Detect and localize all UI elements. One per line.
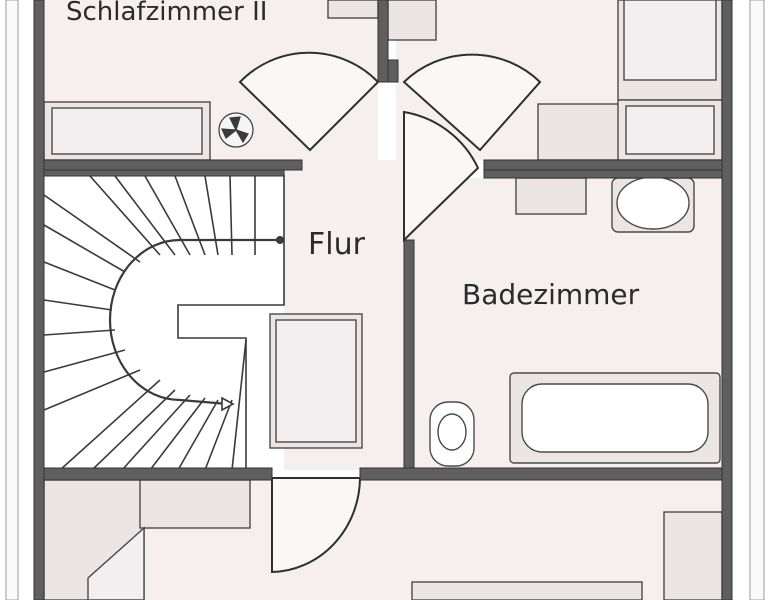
door-bottom-room bbox=[271, 477, 362, 574]
bathroom-shelf bbox=[515, 177, 587, 215]
desk-bedroom-1 bbox=[537, 103, 621, 161]
cabinet-bedroom-1 bbox=[387, 0, 437, 41]
door-bathroom bbox=[403, 110, 480, 243]
outer-margin-left bbox=[5, 0, 19, 600]
walls bbox=[33, 0, 733, 600]
wall-bedrooms-divider bbox=[377, 0, 389, 83]
fixtures bbox=[43, 0, 723, 600]
wall-bathroom-left bbox=[403, 239, 415, 469]
door-bedroom-1 bbox=[402, 53, 542, 152]
wall-bedroom-2-bottom bbox=[43, 159, 303, 171]
fan-icon bbox=[218, 112, 254, 148]
door-bedroom-2 bbox=[238, 51, 380, 152]
bottom-cabinet-right bbox=[663, 511, 723, 600]
bottom-sideboard bbox=[139, 479, 251, 529]
room-label-bathroom: Badezimmer bbox=[462, 278, 640, 311]
wall-stairs-bottom bbox=[43, 467, 273, 481]
wall-right bbox=[721, 0, 733, 600]
staircase bbox=[43, 175, 285, 471]
wall-left bbox=[33, 0, 45, 600]
room-label-bedroom-2: Schlafzimmer II bbox=[66, 0, 267, 27]
room-label-hallway: Flur bbox=[308, 227, 366, 262]
wall-bedroom-1-bottom bbox=[483, 159, 723, 171]
doors bbox=[238, 51, 542, 574]
desk-bedroom-2 bbox=[327, 0, 379, 19]
bottom-bed bbox=[411, 581, 643, 600]
wall-bathroom-bottom bbox=[359, 467, 723, 481]
outer-margin-right bbox=[749, 0, 765, 600]
